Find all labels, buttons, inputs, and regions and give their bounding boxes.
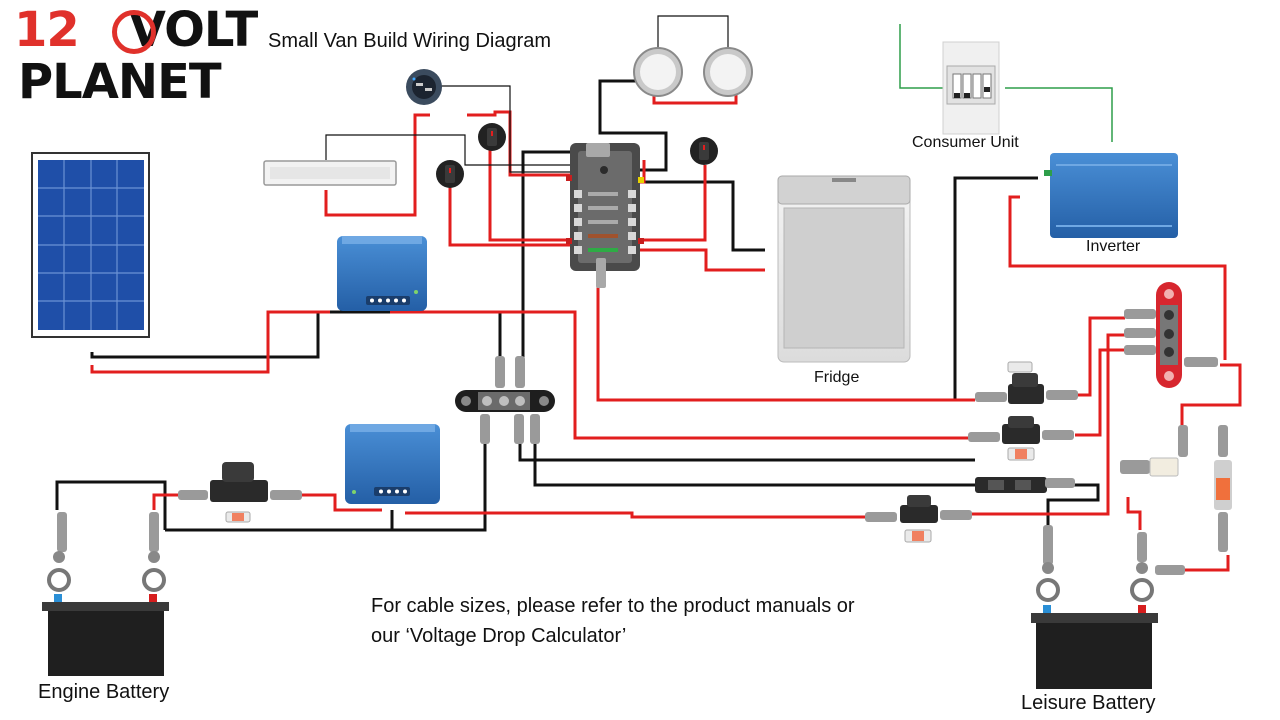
rocker-switch-2 [436,160,464,188]
positive-wires [90,95,1242,572]
fridge-unit [777,175,911,363]
engine-battery [42,512,169,676]
thin-wires [325,15,729,173]
diagram-title: Small Van Build Wiring Diagram [268,30,552,52]
logo-circle-icon [112,10,156,54]
note-line-1: For cable sizes, please refer to the pro… [371,595,855,617]
consumer-unit [942,41,1000,135]
inverter-unit [1044,153,1178,238]
fuse-holder-solar [968,416,1074,461]
fuse-holder-fuse-box [975,361,1078,404]
note-line-2: our ‘Voltage Drop Calculator’ [371,625,627,647]
fuse-holder-dc-dc [865,495,972,543]
leisure-battery [1031,525,1185,689]
rocker-switch-3 [690,137,718,165]
dc-dc-charger [345,424,440,504]
fridge-label: Fridge [814,369,860,386]
downlight-1 [633,47,683,97]
logo-word-planet: PLANET [18,54,222,110]
logo-number: 12 [14,2,80,58]
fuse-box [566,143,644,288]
inline-fuse-inverter [1214,425,1232,552]
shunt [975,477,1075,493]
downlight-2 [703,47,753,97]
cable-size-note: For cable sizes, please refer to the pro… [371,591,931,651]
inverter-label: Inverter [1086,238,1141,255]
usb-socket [406,69,442,105]
led-strip-light [263,160,397,186]
ac-wires [899,24,1113,142]
leisure-battery-label: Leisure Battery [1021,692,1156,714]
positive-busbar [1124,282,1218,388]
central-busbar [455,356,555,444]
consumer-unit-label: Consumer Unit [912,134,1019,151]
rocker-switch-1 [478,123,506,151]
solar-charge-controller [337,236,427,311]
engine-battery-label: Engine Battery [38,681,170,703]
fuse-holder-engine [178,462,302,523]
solar-panel [31,152,150,338]
inline-fuse-leisure [1120,425,1188,477]
